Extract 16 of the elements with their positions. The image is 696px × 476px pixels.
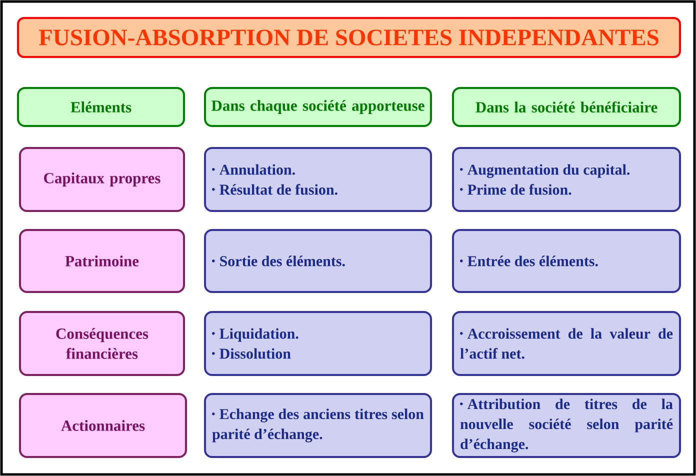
row-header: Actionnaires: [19, 392, 187, 458]
content-box: Attribution de titres de la nouvelle société selon parité d’échange.: [452, 392, 681, 458]
content-box: Echange des anciens titres selon parité d’échange.: [204, 392, 432, 458]
column-header: Eléments: [17, 87, 185, 127]
content-box: Annulation. Résultat de fusion.: [204, 147, 432, 212]
content-box: Entrée des éléments.: [452, 229, 681, 293]
row-header: Conséquences financières: [19, 311, 185, 376]
content-box: Sortie des éléments.: [204, 229, 432, 293]
title-box: FUSION-ABSORPTION DE SOCIETES INDEPENDANTES: [17, 17, 681, 58]
column-header: Dans la société bénéficiaire: [452, 87, 681, 127]
row-header: Capitaux propres: [19, 147, 185, 212]
column-header: Dans chaque société apporteuse: [204, 87, 432, 127]
content-box: Accroissement de la valeur de l’actif net.: [452, 311, 681, 376]
content-box: Augmentation du capital. Prime de fusion.: [452, 147, 681, 212]
row-header: Patrimoine: [19, 229, 185, 293]
content-box: Liquidation. Dissolution: [204, 311, 432, 376]
